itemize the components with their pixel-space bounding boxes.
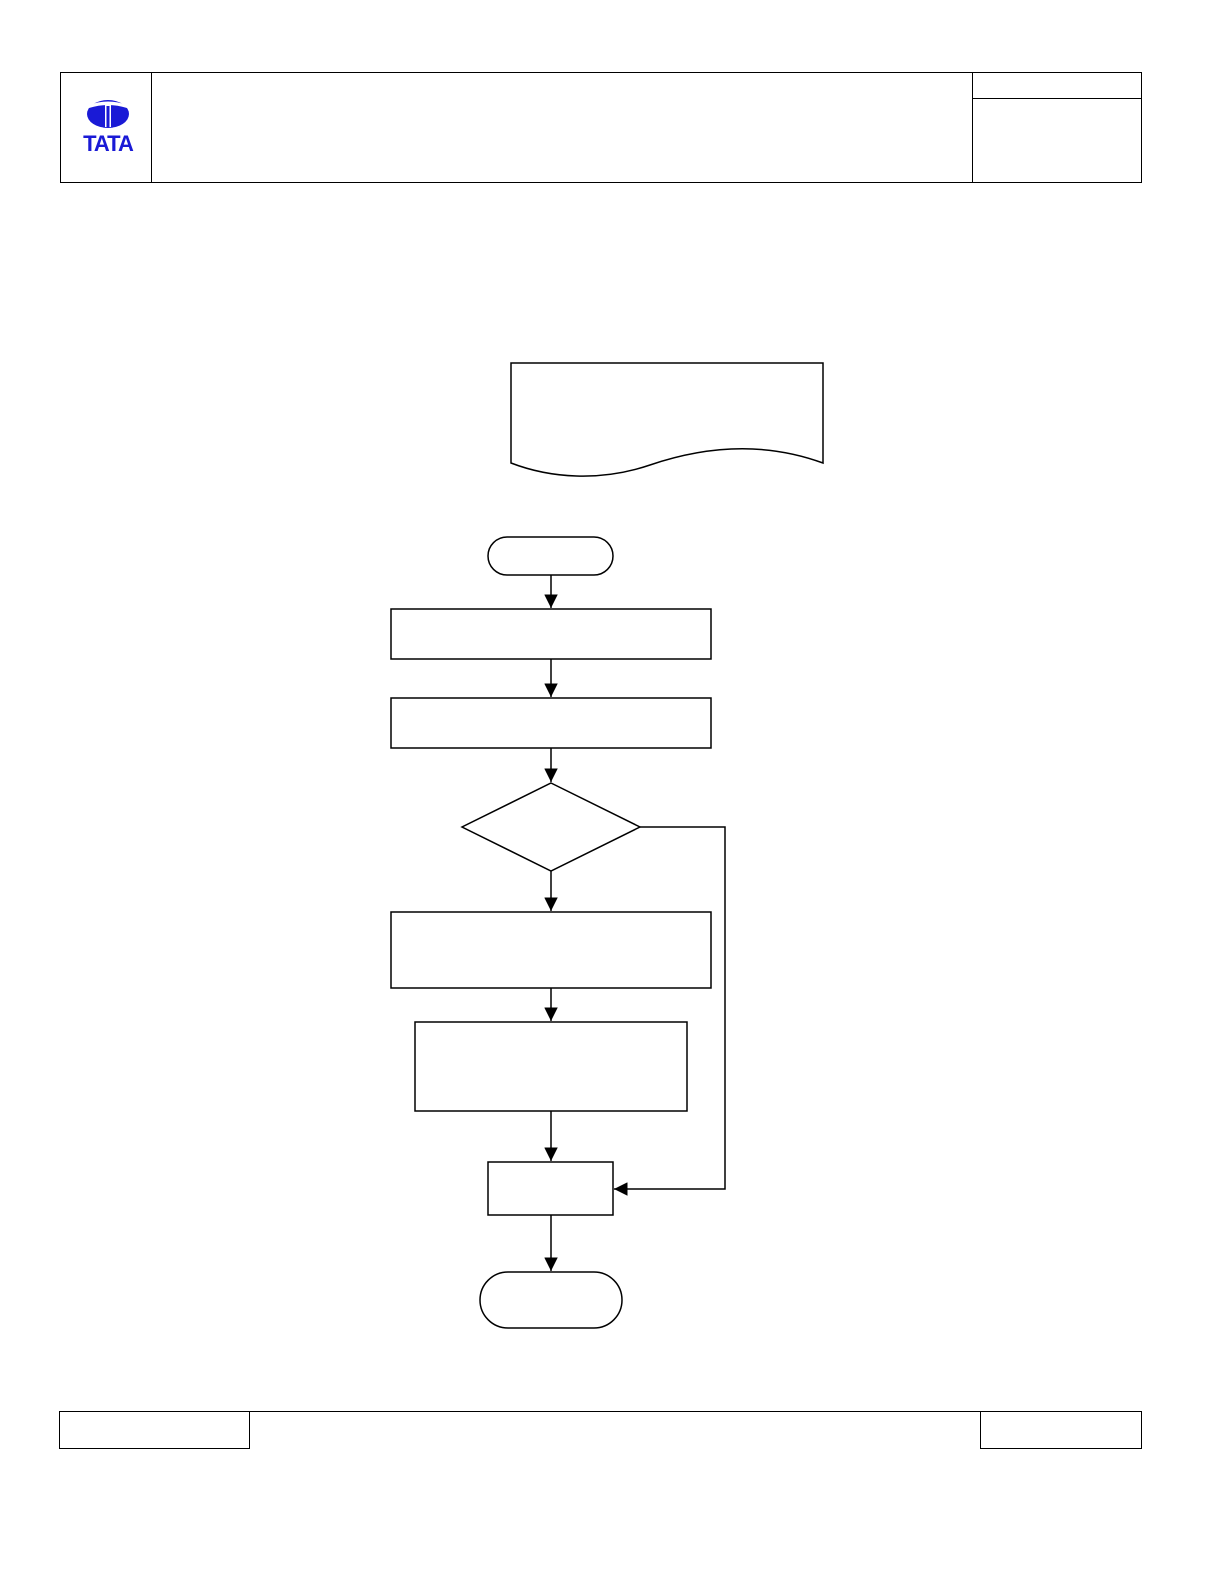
process-box-2 xyxy=(390,697,712,749)
header-divider-right xyxy=(972,72,973,183)
process-box-5 xyxy=(487,1161,614,1216)
process-box-1 xyxy=(390,608,712,660)
footer-rule xyxy=(249,1411,981,1412)
header-table xyxy=(60,72,1142,183)
process-box-4 xyxy=(414,1021,688,1112)
decision-diamond xyxy=(460,782,642,872)
connector-decision-bypass xyxy=(614,826,726,1196)
start-terminal xyxy=(487,536,614,576)
document-shape xyxy=(510,362,824,477)
logo-wordmark: TATA xyxy=(83,131,134,156)
footer-left-box xyxy=(59,1411,250,1449)
footer-right-box xyxy=(980,1411,1142,1449)
end-terminal xyxy=(479,1271,623,1329)
process-box-3 xyxy=(390,911,712,989)
company-logo: TATA xyxy=(60,72,152,183)
header-divider-logo xyxy=(151,72,152,183)
tata-logo-icon: TATA xyxy=(83,100,135,156)
header-divider-right-row xyxy=(972,98,1142,99)
